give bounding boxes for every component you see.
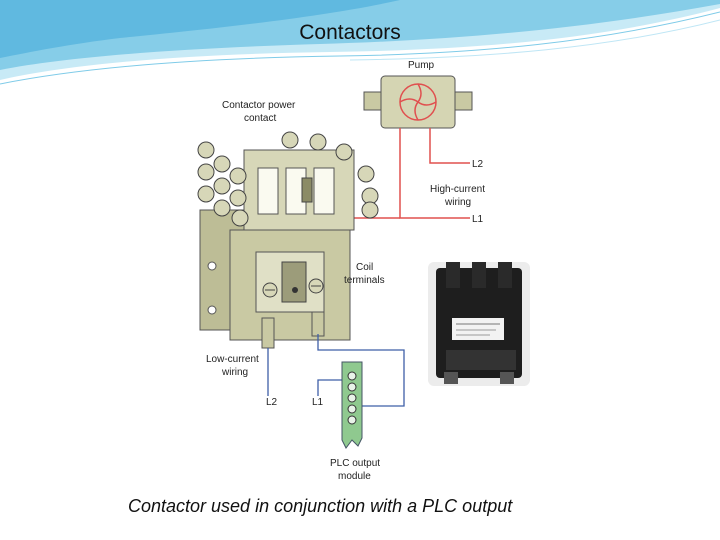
low-current-label-line2: wiring <box>221 367 248 378</box>
top-l2-label: L2 <box>472 159 484 170</box>
coil-label-line2: terminals <box>344 275 385 286</box>
plc-output-module <box>341 361 363 449</box>
power-contact-label-line1: Contactor power <box>222 100 296 111</box>
low-current-wires <box>267 334 405 407</box>
plc-label-line2: module <box>338 471 371 482</box>
contactor-photo <box>428 262 530 386</box>
bottom-l1-label: L1 <box>312 397 324 408</box>
high-current-label-line2: wiring <box>444 197 471 208</box>
high-current-label-line1: High-current <box>430 184 485 195</box>
power-contact-label-line2: contact <box>244 113 276 124</box>
slide-title: Contactors <box>299 21 401 44</box>
pump-symbol <box>363 75 473 129</box>
top-l1-label: L1 <box>472 214 484 225</box>
pump-label: Pump <box>408 60 435 71</box>
slide-caption: Contactor used in conjunction with a PLC… <box>128 496 513 516</box>
contactor-illustration <box>197 131 379 349</box>
plc-label-line1: PLC output <box>330 458 380 469</box>
low-current-label-line1: Low-current <box>206 354 259 365</box>
bottom-l2-label: L2 <box>266 397 278 408</box>
header-wave-decoration <box>0 0 720 85</box>
coil-label-line1: Coil <box>356 262 373 273</box>
